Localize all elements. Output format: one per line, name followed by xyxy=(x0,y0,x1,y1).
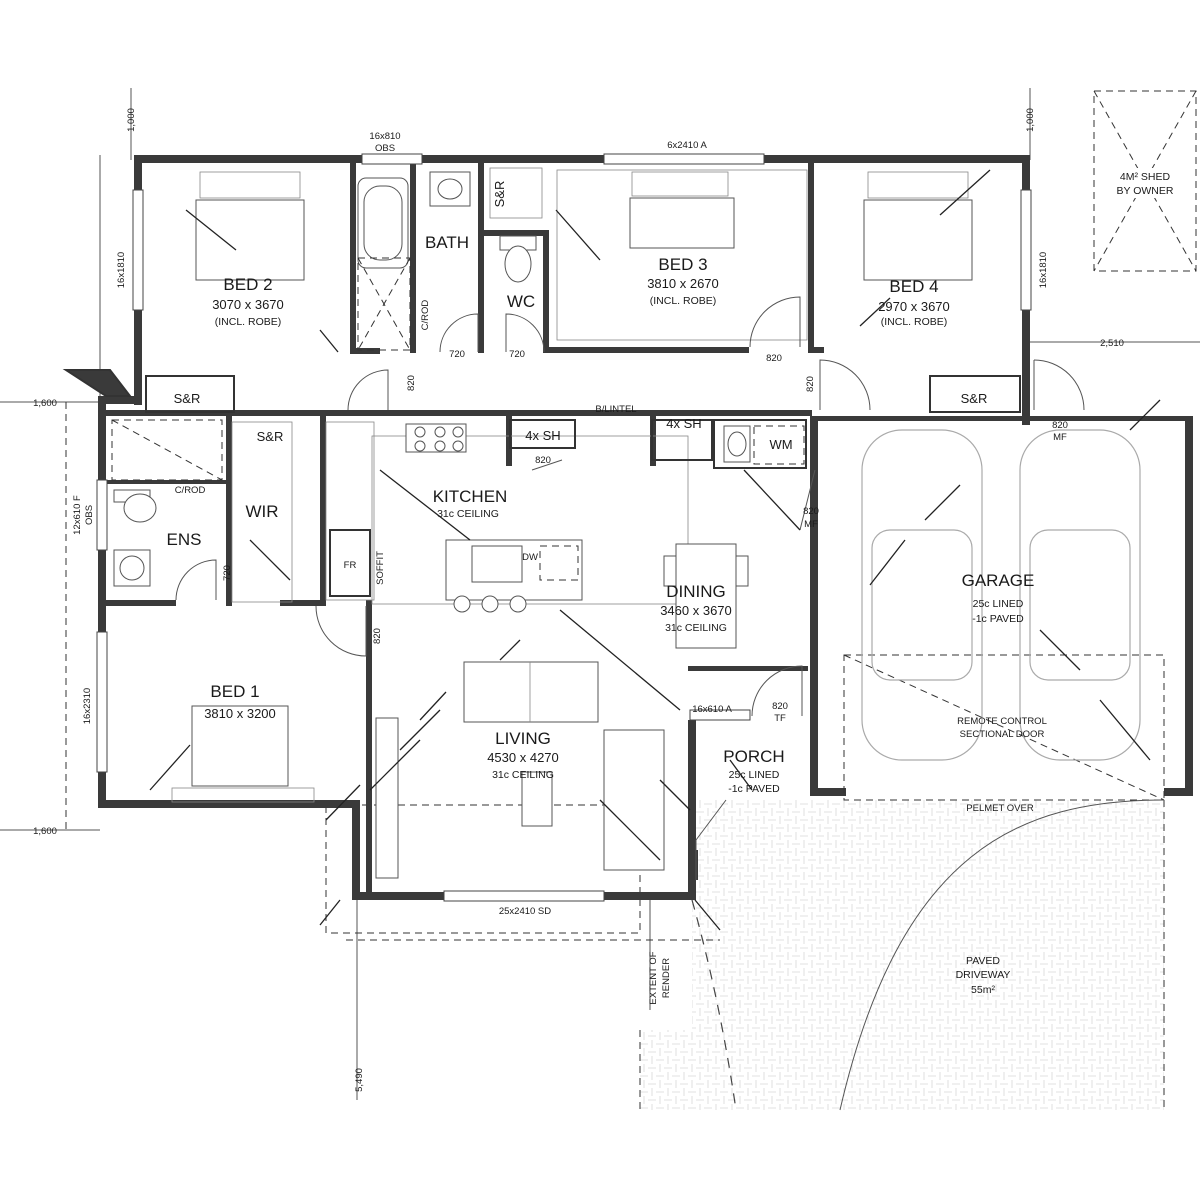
bed3-name: BED 3 xyxy=(658,255,707,274)
driveway-curve xyxy=(839,799,1165,1111)
wir-name: WIR xyxy=(245,502,278,521)
crod-ens: C/ROD xyxy=(175,485,206,496)
shed-line2: BY OWNER xyxy=(1117,185,1174,197)
bed1-size: 3810 x 3200 xyxy=(204,706,276,721)
door-labels: 720 720 720 820 820 820 820 820 820 MF 8… xyxy=(222,349,1068,724)
door-820-mf-tag: MF xyxy=(1053,432,1067,443)
drafting-marks xyxy=(149,169,1161,931)
render-2: RENDER xyxy=(661,958,672,998)
door-820-tf-tag: TF xyxy=(774,713,786,724)
dimension-labels: 1,000 1,000 1,600 1,600 2,510 5,490 xyxy=(33,108,1124,1092)
sr-wc: S&R xyxy=(492,181,507,208)
door-820-c: 820 xyxy=(805,376,816,392)
bath-name: BATH xyxy=(425,233,469,252)
bed1-name: BED 1 xyxy=(210,682,259,701)
garage-note2: -1c PAVED xyxy=(972,613,1024,625)
bed4-name: BED 4 xyxy=(889,277,938,296)
sr-bed2: S&R xyxy=(174,391,201,406)
pelmet-label: PELMET OVER xyxy=(966,803,1034,814)
door-820-e: 820 xyxy=(372,628,383,644)
porch-note1: 25c LINED xyxy=(729,769,780,781)
crod-bath: C/ROD xyxy=(420,300,431,331)
driveway-line1: PAVED xyxy=(966,955,1000,967)
shed xyxy=(1093,90,1197,272)
driveway-line3: 55m² xyxy=(971,984,995,996)
dim-left-upper: 1,600 xyxy=(33,398,57,409)
obs-top-2: OBS xyxy=(375,143,395,154)
bed1-side-window: 16x2310 xyxy=(82,688,93,724)
cars xyxy=(861,429,1141,761)
shelf-2: 4x SH xyxy=(666,416,701,431)
bed4-size: 2970 x 3670 xyxy=(878,299,950,314)
bed3-window: 6x2410 A xyxy=(667,140,707,151)
shelf-1: 4x SH xyxy=(525,428,560,443)
paved-driveway xyxy=(639,800,1165,1110)
obs-top-1: 16x810 xyxy=(369,131,400,142)
interior-walls xyxy=(106,163,824,892)
porch-note2: -1c PAVED xyxy=(728,783,780,795)
dining-name: DINING xyxy=(666,582,726,601)
dim-bottom: 5,490 xyxy=(354,1068,365,1092)
kitchen-name: KITCHEN xyxy=(433,487,508,506)
dining-size: 3460 x 3670 xyxy=(660,603,732,618)
bed4-side-window: 16x1810 xyxy=(1038,252,1049,288)
door-820-b: 820 xyxy=(766,353,782,364)
door-720-a: 720 xyxy=(449,349,465,360)
dining-note: 31c CEILING xyxy=(665,622,727,634)
fr-label: FR xyxy=(344,560,357,571)
living-size: 4530 x 4270 xyxy=(487,750,559,765)
bed2-size: 3070 x 3670 xyxy=(212,297,284,312)
driveway-line2: DRIVEWAY xyxy=(956,969,1011,981)
dim-left-lower: 1,600 xyxy=(33,826,57,837)
dim-top-left: 1,000 xyxy=(126,108,137,132)
render-1: EXTENT OF xyxy=(648,951,659,1004)
misc-labels: S&R S&R S&R S&R 4x SH 4x SH WM FR SOFFIT… xyxy=(174,181,1047,1005)
room-labels: BED 2 3070 x 3670 (INCL. ROBE) BED 3 381… xyxy=(167,171,1174,996)
blintel-label: B/LINTEL xyxy=(595,404,636,415)
porch-window: 16x610 A xyxy=(692,704,732,715)
bed3-size: 3810 x 2670 xyxy=(647,276,719,291)
dw-label: DW xyxy=(522,552,538,563)
dim-top-right: 1,000 xyxy=(1025,108,1036,132)
door-820-f: 820 xyxy=(1052,420,1068,431)
bed3-note: (INCL. ROBE) xyxy=(650,295,717,307)
door-820-a: 820 xyxy=(406,375,417,391)
bed2-name: BED 2 xyxy=(223,275,272,294)
windows xyxy=(96,153,1032,902)
wm-label: WM xyxy=(769,437,792,452)
living-note: 31c CEILING xyxy=(492,769,554,781)
fixtures xyxy=(111,171,973,879)
window-labels: 16x810 OBS 6x2410 A 16x1810 16x1810 12x6… xyxy=(72,131,1049,917)
sr-wir: S&R xyxy=(257,429,284,444)
inner-lines xyxy=(145,167,1165,941)
ens-window-1: 12x610 F xyxy=(72,495,83,535)
door-720-b: 720 xyxy=(509,349,525,360)
dim-right: 2,510 xyxy=(1100,338,1124,349)
shed-line1: 4M² SHED xyxy=(1120,171,1171,183)
wc-name: WC xyxy=(507,292,535,311)
sectional-2: SECTIONAL DOOR xyxy=(960,729,1045,740)
ens-name: ENS xyxy=(167,530,202,549)
sr-bed4: S&R xyxy=(961,391,988,406)
door-720-c: 720 xyxy=(222,565,233,581)
door-820-d: 820 xyxy=(535,455,551,466)
garage-note1: 25c LINED xyxy=(973,598,1024,610)
door-820-mf2: 820 xyxy=(803,506,819,517)
bed2-note: (INCL. ROBE) xyxy=(215,316,282,328)
garage-name: GARAGE xyxy=(962,571,1035,590)
porch-name: PORCH xyxy=(723,747,784,766)
living-name: LIVING xyxy=(495,729,551,748)
door-820-mf2-tag: MF xyxy=(804,519,818,530)
door-820-tf: 820 xyxy=(772,701,788,712)
doors xyxy=(175,296,1085,717)
sliding-door: 25x2410 SD xyxy=(499,906,551,917)
kitchen-note: 31c CEILING xyxy=(437,508,499,520)
bed4-note: (INCL. ROBE) xyxy=(881,316,948,328)
ens-window-2: OBS xyxy=(84,505,95,525)
driveway-arc xyxy=(691,899,737,1111)
sectional-1: REMOTE CONTROL xyxy=(957,716,1047,727)
bed2-side-window: 16x1810 xyxy=(116,252,127,288)
soffit-label: SOFFIT xyxy=(375,551,386,585)
